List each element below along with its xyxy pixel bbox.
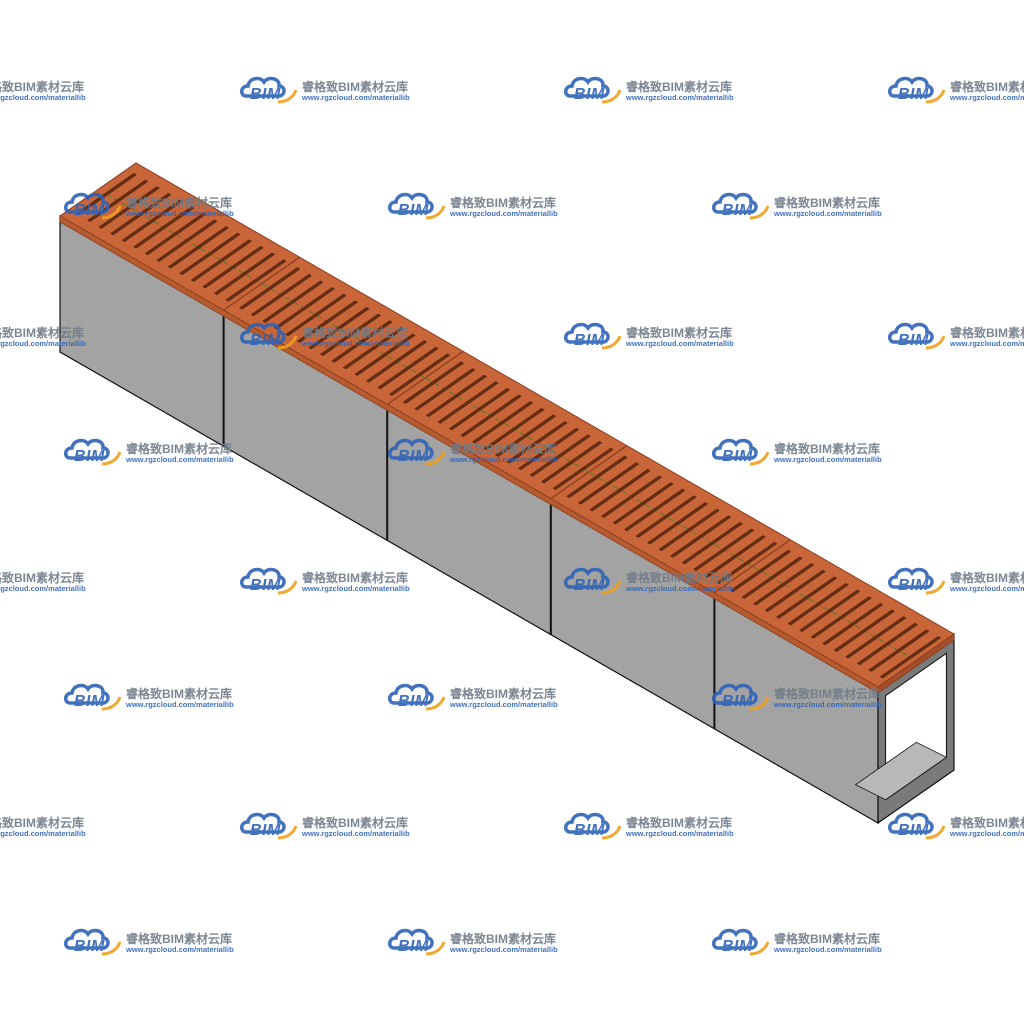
grate-slot xyxy=(681,522,743,565)
grate-slot xyxy=(402,361,465,404)
grate-slot xyxy=(647,502,709,545)
grate-slot xyxy=(225,259,287,302)
segment-joints xyxy=(222,310,716,729)
grate-slot xyxy=(787,583,849,626)
grate-slot xyxy=(868,629,930,672)
grate-slot xyxy=(308,307,370,350)
grate-slot xyxy=(239,267,301,310)
grate-slot xyxy=(810,596,872,639)
grate-slot xyxy=(517,427,580,471)
grate-slot xyxy=(213,252,276,295)
grate-slot xyxy=(635,495,697,538)
channel-inner-floor xyxy=(854,741,948,801)
grate-slot xyxy=(437,381,499,424)
grate-slot xyxy=(471,401,534,444)
grate-slot xyxy=(365,340,428,383)
grate-slot xyxy=(133,206,195,249)
grate-front-edge xyxy=(59,215,879,694)
grate-slot xyxy=(250,273,312,317)
grate-slot xyxy=(577,462,640,505)
grate-slot xyxy=(121,199,183,242)
grate-slot xyxy=(729,549,792,593)
grate-slot xyxy=(566,455,628,498)
grate-slot xyxy=(833,609,895,652)
grate-slot xyxy=(331,320,393,363)
grate-slot xyxy=(156,219,218,262)
grate-seam xyxy=(223,256,300,311)
grate-slots xyxy=(75,173,941,679)
grate-slot xyxy=(448,388,511,431)
grate-slot xyxy=(414,368,476,411)
grate-slot xyxy=(483,407,545,451)
grate-slot xyxy=(856,622,918,666)
grate-end-edge xyxy=(877,633,955,694)
grate-slot xyxy=(776,576,838,619)
grate-slot xyxy=(506,421,568,464)
grate-slot xyxy=(764,569,826,613)
grate-slot xyxy=(179,232,241,276)
grate-slot xyxy=(494,414,557,457)
grate-seam xyxy=(714,539,791,594)
grate-slot xyxy=(753,563,815,606)
grate-slot xyxy=(144,212,206,256)
grate-slot xyxy=(589,468,651,512)
channel-open-end xyxy=(854,632,955,825)
grate-slot xyxy=(319,313,382,356)
grate-slot xyxy=(110,192,172,236)
grate-slot xyxy=(190,239,253,282)
grate-slot xyxy=(529,434,591,477)
grate-slot xyxy=(845,616,907,659)
grate-slot xyxy=(202,246,264,289)
grate-slot xyxy=(388,353,451,396)
grate-slot xyxy=(296,300,359,343)
grate-slot xyxy=(541,441,603,484)
grate-slot xyxy=(262,280,324,323)
grate-slot xyxy=(741,556,803,599)
grate-slot xyxy=(658,508,720,552)
grate-slot xyxy=(612,482,674,525)
grate-centerline xyxy=(105,193,909,657)
grate-seam xyxy=(550,445,628,500)
grate-slot xyxy=(693,528,755,571)
grate-slot xyxy=(704,535,766,578)
grate-slot xyxy=(425,374,488,418)
grate-slot xyxy=(460,394,522,437)
grate-slot xyxy=(623,488,686,532)
grate-slot xyxy=(377,346,439,390)
grate-slot xyxy=(285,293,347,337)
grate-slot xyxy=(167,226,229,269)
grate-slot xyxy=(670,515,732,558)
grate-slot xyxy=(600,475,663,518)
grate-slot xyxy=(342,326,405,370)
grate-seam xyxy=(386,350,464,405)
grate-slot xyxy=(354,333,416,376)
grate-slot xyxy=(552,447,614,490)
grate-slot xyxy=(822,602,884,646)
grate-slot xyxy=(716,541,778,585)
grate-slot xyxy=(799,589,861,632)
grate-slot xyxy=(879,636,941,679)
